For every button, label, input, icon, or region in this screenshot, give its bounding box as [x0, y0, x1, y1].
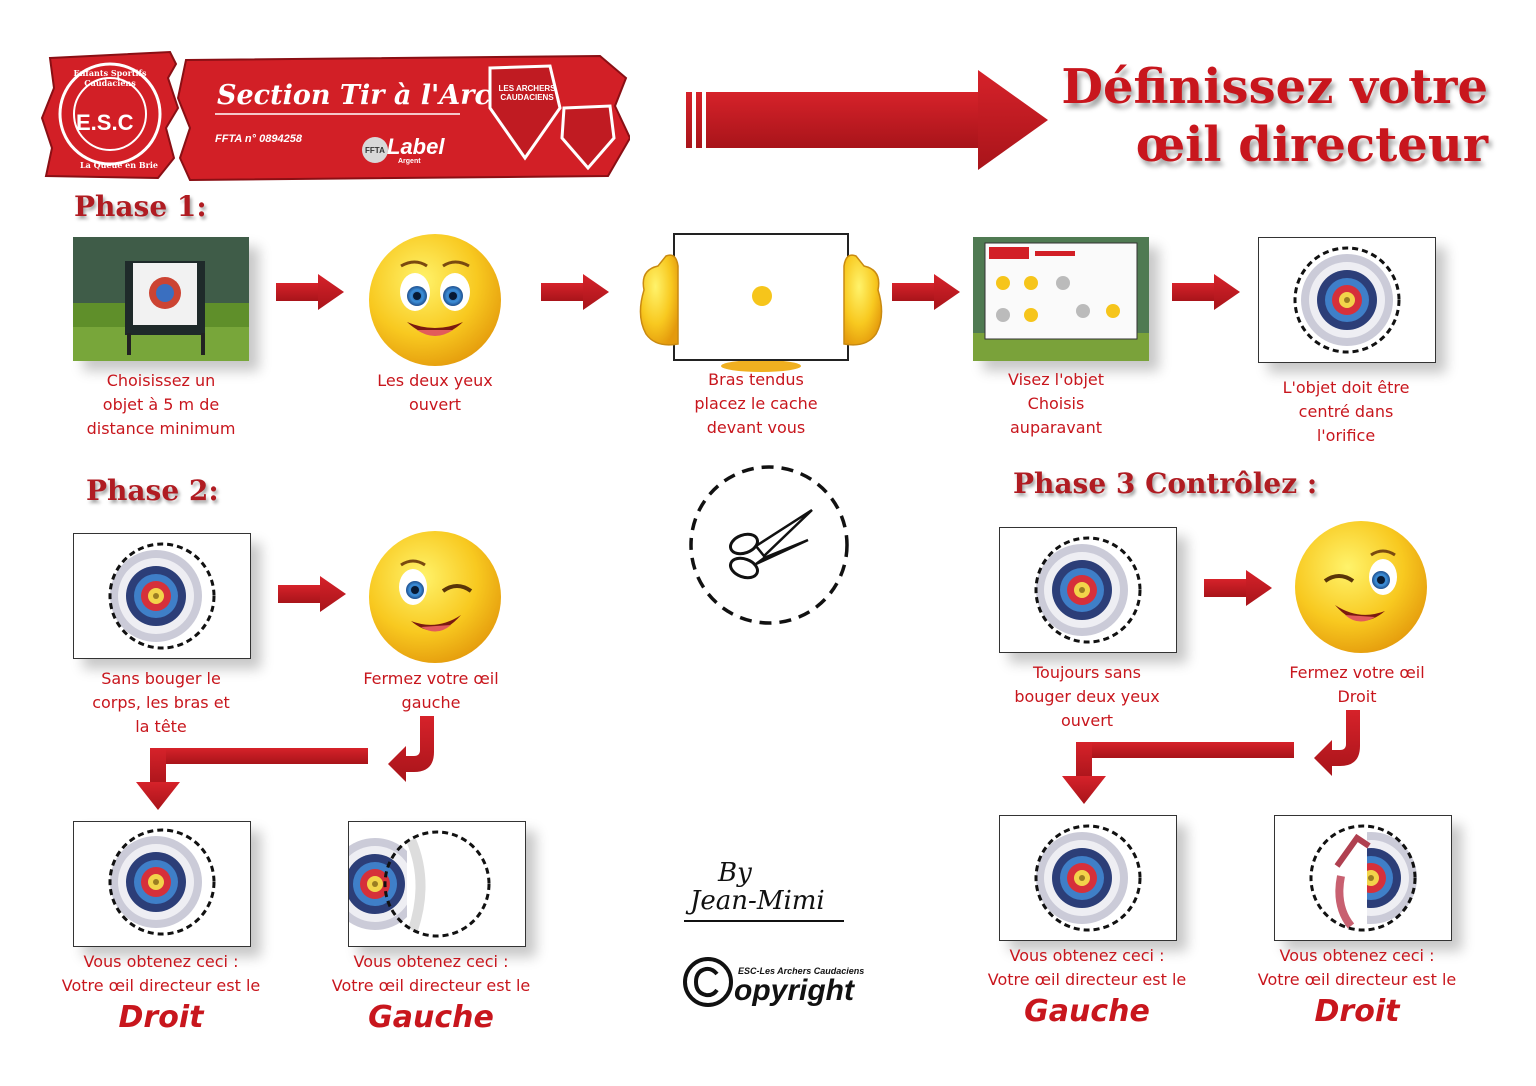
phase2-result1-caption: Vous obtenez ceci : Votre œil directeur …	[61, 952, 261, 995]
copyright-word: opyright	[734, 974, 854, 1007]
phase1-arrow-4	[1172, 274, 1240, 310]
club-city: La Queue en Brie	[80, 160, 158, 170]
target-photo	[73, 237, 249, 361]
phase2-step1-caption: Sans bouger le corps, les bras et la têt…	[92, 669, 230, 736]
phase3-result1-frame	[999, 815, 1177, 941]
page-title-line2: œil directeur	[1135, 117, 1488, 173]
copyright-icon	[683, 957, 733, 1007]
phase1-step4-caption: Visez l'objet Choisis auparavant	[1007, 370, 1105, 437]
phase2-arrow	[278, 576, 346, 612]
ffta-number: FFTA n° 0894258	[215, 133, 302, 145]
credit-underline	[684, 920, 844, 922]
page-title: Définissez votre œil directeur	[1040, 58, 1488, 174]
phase3-result1-caption: Vous obtenez ceci : Votre œil directeur …	[987, 946, 1187, 989]
phase3-step2-caption: Fermez votre œil Droit	[1289, 663, 1425, 706]
page-title-line1: Définissez votre	[1061, 59, 1488, 115]
phase3-title: Phase 3 Contrôlez :	[1013, 467, 1318, 500]
phase2-target-frame	[73, 533, 251, 659]
phase1-title: Phase 1:	[74, 190, 207, 223]
phase3-step1-caption: Toujours sans bouger deux yeux ouvert	[1014, 663, 1160, 730]
phase2-result2-eye: Gauche	[368, 1000, 494, 1035]
phase3-result1-eye: Gauche	[1024, 994, 1150, 1029]
phase1-arrow-3	[892, 274, 960, 310]
scissors-icon	[728, 508, 813, 580]
phase1-step1-caption: Choisissez un objet à 5 m de distance mi…	[86, 371, 236, 438]
header-banner	[40, 50, 630, 182]
phase3-result2-caption: Vous obtenez ceci : Votre œil directeur …	[1257, 946, 1457, 989]
phase2-step2-caption: Fermez votre œil gauche	[363, 669, 499, 712]
winking-emoji-right-icon	[1295, 521, 1427, 653]
phase2-result2-frame	[348, 821, 526, 947]
phase2-title: Phase 2:	[86, 474, 219, 507]
shield-text: LES ARCHERS CAUDACIENS	[498, 84, 556, 102]
winking-emoji-left-icon	[369, 531, 501, 663]
phase1-arrow-1	[276, 274, 344, 310]
section-title: Section Tir à l'Arc	[217, 80, 491, 111]
credit-by: By	[718, 858, 752, 888]
label-text: Label	[387, 134, 445, 159]
phase2-result2-caption: Vous obtenez ceci : Votre œil directeur …	[331, 952, 531, 995]
cutout-circle	[689, 465, 849, 625]
smiling-emoji-icon	[369, 234, 501, 366]
phase1-step5-caption: L'objet doit être centré dans l'orifice	[1282, 378, 1410, 445]
label-brand: FFTA	[365, 146, 385, 155]
credit-author: Jean-Mimi	[690, 886, 825, 916]
phase1-step3-caption: Bras tendus placez le cache devant vous	[694, 370, 818, 437]
phase2-return-arrow	[136, 716, 434, 810]
header-arrow	[686, 70, 1048, 170]
label-grade: Argent	[398, 158, 421, 165]
phase3-arrow	[1204, 570, 1272, 606]
hands-holding-card	[639, 233, 883, 372]
phase3-result2-eye: Droit	[1314, 994, 1400, 1029]
poster-photo	[973, 237, 1149, 361]
phase2-result1-frame	[73, 821, 251, 947]
phase1-step2-caption: Les deux yeux ouvert	[377, 371, 493, 414]
phase1-arrow-2	[541, 274, 609, 310]
phase3-return-arrow	[1062, 710, 1360, 804]
phase3-result2-frame	[1274, 815, 1452, 941]
phase3-target-frame	[999, 527, 1177, 653]
copyright-org: ESC-Les Archers Caudaciens	[738, 966, 865, 976]
club-initials: E.S.C	[76, 110, 134, 135]
club-ring-text: Enfants Sportifs Caudaciens	[73, 68, 147, 88]
centered-target-frame	[1258, 237, 1436, 363]
phase2-result1-eye: Droit	[118, 1000, 204, 1035]
